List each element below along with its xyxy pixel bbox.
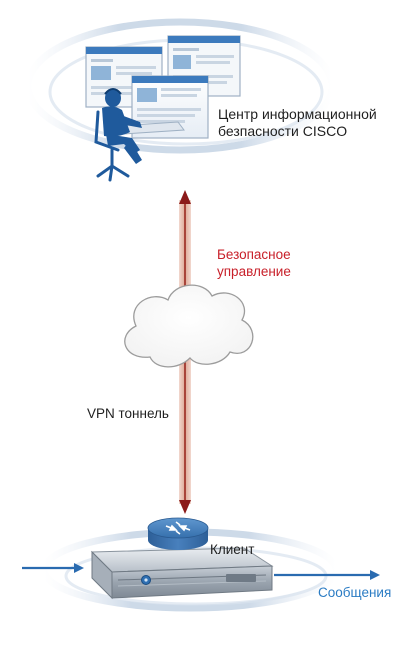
secure-management-label: Безопасное управление <box>217 246 291 280</box>
client-label: Клиент <box>210 542 255 557</box>
rack-appliance-icon <box>90 547 274 600</box>
chair <box>94 110 130 182</box>
security-center-label: Центр информационной безпасности CISCO <box>218 106 377 140</box>
router-icon <box>147 517 209 550</box>
operator-figure <box>102 88 142 164</box>
cloud-icon <box>124 284 254 368</box>
messages-label: Сообщения <box>318 585 392 600</box>
secure-management-label-line1: Безопасное <box>217 247 291 262</box>
vpn-tunnel-label: VPN тоннель <box>87 406 169 421</box>
client-devices <box>22 517 380 612</box>
security-center-label-line2: безпасности CISCO <box>218 123 348 139</box>
secure-management-label-line2: управление <box>217 264 291 279</box>
security-center-label-line1: Центр информационной <box>218 106 377 122</box>
security-operator-workstation-icon <box>24 18 336 182</box>
outgoing-messages-arrow <box>274 570 380 580</box>
incoming-traffic-arrow <box>22 563 84 573</box>
